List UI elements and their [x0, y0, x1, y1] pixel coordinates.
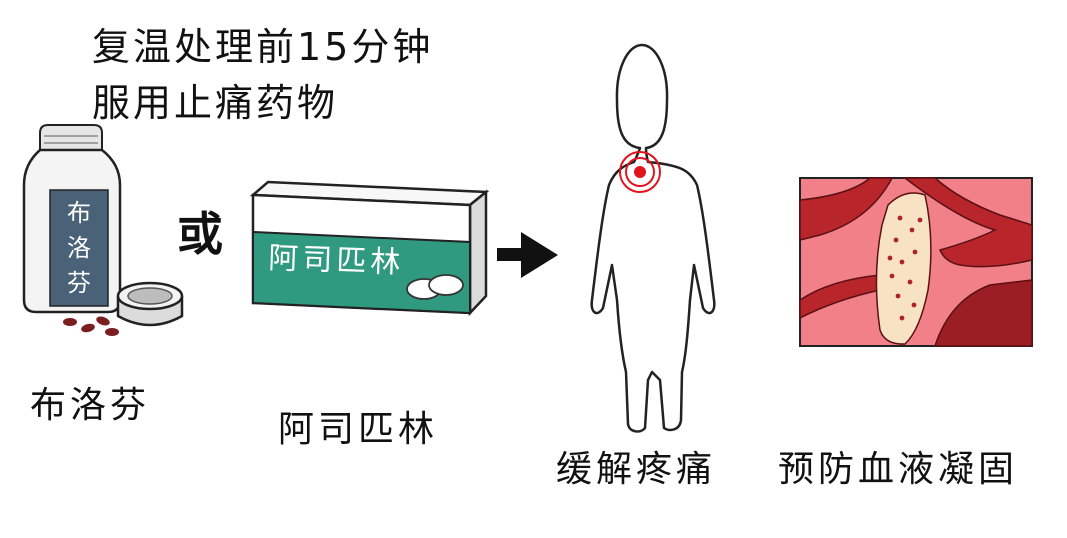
pain-relief-caption: 缓解疼痛: [556, 449, 717, 490]
aspirin-box-label: 阿司匹林: [268, 241, 405, 281]
ibuprofen-caption: 布洛芬: [30, 385, 151, 426]
bottle-cap: [116, 281, 184, 327]
arrow-right-icon: [497, 232, 558, 278]
bottle-label-char-2: 洛: [67, 234, 91, 262]
aspirin-box: 阿司匹林: [249, 180, 490, 317]
red-pills: [63, 316, 119, 336]
pain-target-icon: [619, 151, 661, 193]
human-figure: [590, 43, 716, 433]
blood-vessel-illustration: [799, 177, 1033, 347]
bottle-label: [49, 189, 109, 307]
clot-dots: [887, 215, 923, 321]
anticoagulation-caption: 预防血液凝固: [778, 449, 1019, 490]
blood-clot: [875, 192, 932, 345]
ibuprofen-bottle: 布 洛 芬: [22, 124, 122, 314]
bottle-label-char-3: 芬: [67, 269, 91, 297]
white-pill: [428, 274, 464, 296]
or-connector: 或: [177, 207, 223, 261]
aspirin-caption: 阿司匹林: [278, 409, 439, 450]
instruction-line-1: 复温处理前15分钟: [92, 25, 434, 69]
bottle-label-char-1: 布: [67, 199, 91, 227]
instruction-line-2: 服用止痛药物: [92, 81, 339, 125]
